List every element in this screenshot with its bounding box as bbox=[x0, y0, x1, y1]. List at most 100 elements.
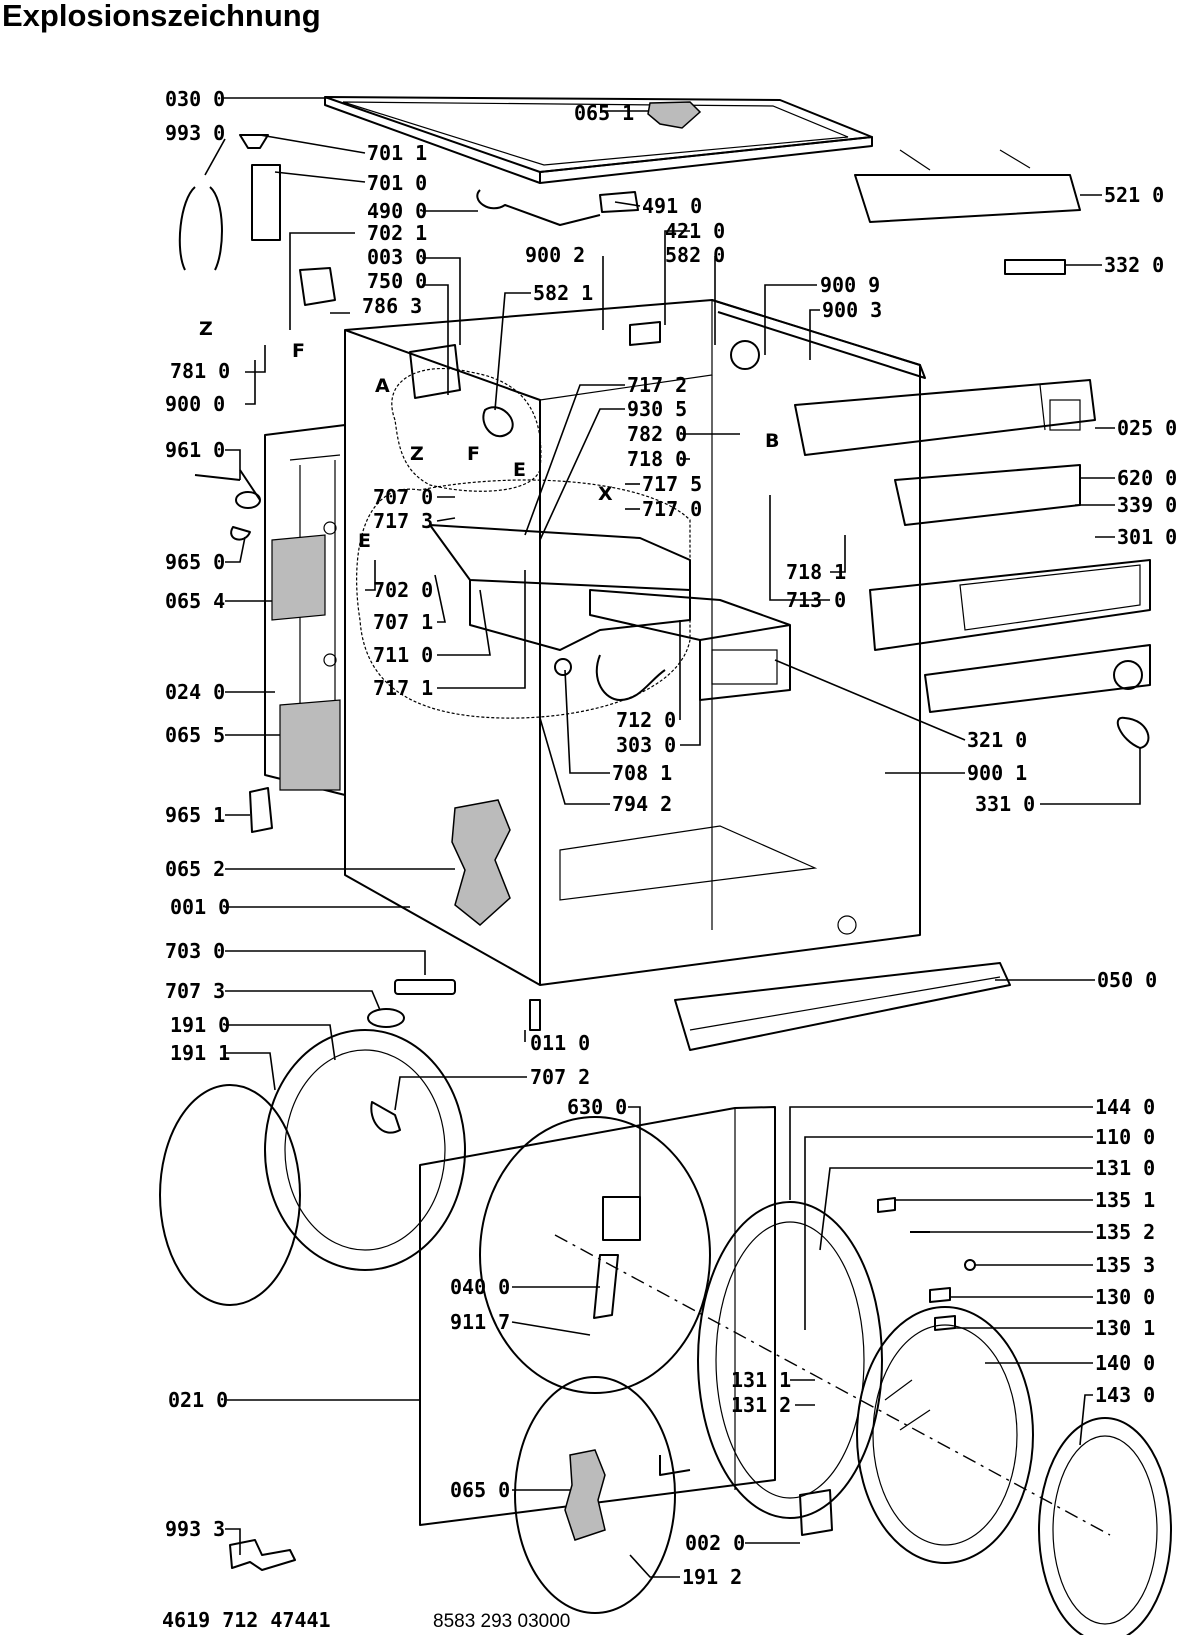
part-labels: 030 0 993 0 701 1 701 0 490 0 702 1 003 … bbox=[165, 87, 1177, 1589]
part-label: 490 0 bbox=[367, 199, 427, 223]
part-label: 065 4 bbox=[165, 589, 225, 613]
cabinet-part bbox=[344, 299, 926, 986]
part-label: 993 0 bbox=[165, 121, 225, 145]
ref-letter: E bbox=[513, 459, 526, 481]
door-seal-part bbox=[514, 1376, 691, 1614]
front-panel-part bbox=[419, 1106, 776, 1526]
part-label: 718 1 bbox=[786, 560, 846, 584]
small-parts bbox=[178, 134, 976, 1571]
part-label: 701 1 bbox=[367, 141, 427, 165]
drawing-title: Explosionszeichnung bbox=[2, 0, 321, 33]
part-label: 135 1 bbox=[1095, 1188, 1155, 1212]
detergent-drawer-part bbox=[554, 589, 791, 701]
ref-letter: X bbox=[598, 483, 613, 505]
part-label: 191 2 bbox=[682, 1565, 742, 1589]
part-label: 011 0 bbox=[530, 1031, 590, 1055]
door-lock-part bbox=[602, 1196, 641, 1241]
part-label: 900 0 bbox=[165, 392, 225, 416]
insulation-pad-door bbox=[564, 1449, 606, 1541]
part-label: 965 0 bbox=[165, 550, 225, 574]
ref-letter: Z bbox=[199, 318, 213, 340]
part-label: 135 3 bbox=[1095, 1253, 1155, 1277]
insulation-pad-top bbox=[647, 101, 702, 129]
part-label: 144 0 bbox=[1095, 1095, 1155, 1119]
reference-letters: A Z Z F F E E B X bbox=[199, 318, 779, 552]
part-label: 491 0 bbox=[642, 194, 702, 218]
part-label: 002 0 bbox=[685, 1531, 745, 1555]
part-label: 717 5 bbox=[642, 472, 702, 496]
part-label: 707 0 bbox=[373, 485, 433, 509]
part-label: 961 0 bbox=[165, 438, 225, 462]
part-label: 900 3 bbox=[822, 298, 882, 322]
part-label: 024 0 bbox=[165, 680, 225, 704]
leader-lines bbox=[204, 97, 1141, 1578]
part-label: 620 0 bbox=[1117, 466, 1177, 490]
part-label: 911 7 bbox=[450, 1310, 510, 1334]
part-label: 630 0 bbox=[567, 1095, 627, 1119]
part-label: 065 5 bbox=[165, 723, 225, 747]
tub-front-part bbox=[159, 1029, 466, 1306]
part-label: 030 0 bbox=[165, 87, 225, 111]
part-label: 707 3 bbox=[165, 979, 225, 1003]
part-label: 421 0 bbox=[665, 219, 725, 243]
insulation-pad-rear-upper bbox=[271, 534, 326, 621]
part-label: 332 0 bbox=[1104, 253, 1164, 277]
part-label: 702 0 bbox=[373, 578, 433, 602]
part-label: 713 0 bbox=[786, 588, 846, 612]
plinth-part bbox=[674, 962, 1011, 1051]
ref-letter: Z bbox=[410, 443, 424, 465]
part-label: 131 0 bbox=[1095, 1156, 1155, 1180]
part-label: 900 2 bbox=[525, 243, 585, 267]
part-label: 143 0 bbox=[1095, 1383, 1155, 1407]
part-label: 301 0 bbox=[1117, 525, 1177, 549]
part-label: 717 3 bbox=[373, 509, 433, 533]
ref-letter: B bbox=[765, 430, 779, 452]
part-label: 021 0 bbox=[168, 1388, 228, 1412]
insulation-pad-side bbox=[451, 799, 511, 926]
part-label: 521 0 bbox=[1104, 183, 1164, 207]
part-label: 582 1 bbox=[533, 281, 593, 305]
detergent-housing-part bbox=[429, 524, 691, 651]
part-label: 065 1 bbox=[574, 101, 634, 125]
footer-part-code: 8583 293 03000 bbox=[433, 1611, 570, 1632]
part-label: 065 0 bbox=[450, 1478, 510, 1502]
part-label: 717 0 bbox=[642, 497, 702, 521]
ref-letter: F bbox=[467, 443, 480, 465]
part-label: 707 1 bbox=[373, 610, 433, 634]
part-label: 786 3 bbox=[362, 294, 422, 318]
part-label: 718 0 bbox=[627, 447, 687, 471]
insulation-pad-rear-lower bbox=[279, 699, 341, 791]
part-label: 050 0 bbox=[1097, 968, 1157, 992]
part-label: 003 0 bbox=[367, 245, 427, 269]
part-label: 712 0 bbox=[616, 708, 676, 732]
part-label: 065 2 bbox=[165, 857, 225, 881]
part-label: 717 1 bbox=[373, 676, 433, 700]
rear-panel-part bbox=[264, 424, 346, 796]
part-label: 191 1 bbox=[170, 1041, 230, 1065]
part-label: 040 0 bbox=[450, 1275, 510, 1299]
part-label: 717 2 bbox=[627, 373, 687, 397]
part-label: 131 2 bbox=[731, 1393, 791, 1417]
part-label: 130 0 bbox=[1095, 1285, 1155, 1309]
part-label: 702 1 bbox=[367, 221, 427, 245]
part-label: 707 2 bbox=[530, 1065, 590, 1089]
part-label: 900 1 bbox=[967, 761, 1027, 785]
part-label: 900 9 bbox=[820, 273, 880, 297]
part-label: 993 3 bbox=[165, 1517, 225, 1541]
part-label: 331 0 bbox=[975, 792, 1035, 816]
part-label: 321 0 bbox=[967, 728, 1027, 752]
door-assembly-part bbox=[697, 1201, 1172, 1635]
control-panel-parts bbox=[794, 379, 1151, 749]
ref-letter: A bbox=[375, 375, 390, 397]
electronic-module-part bbox=[854, 149, 1081, 275]
part-label: 781 0 bbox=[170, 359, 230, 383]
part-label: 130 1 bbox=[1095, 1316, 1155, 1340]
part-label: 303 0 bbox=[616, 733, 676, 757]
part-label: 794 2 bbox=[612, 792, 672, 816]
part-label: 582 0 bbox=[665, 243, 725, 267]
part-label: 782 0 bbox=[627, 422, 687, 446]
part-label: 140 0 bbox=[1095, 1351, 1155, 1375]
part-label: 191 0 bbox=[170, 1013, 230, 1037]
part-label: 703 0 bbox=[165, 939, 225, 963]
